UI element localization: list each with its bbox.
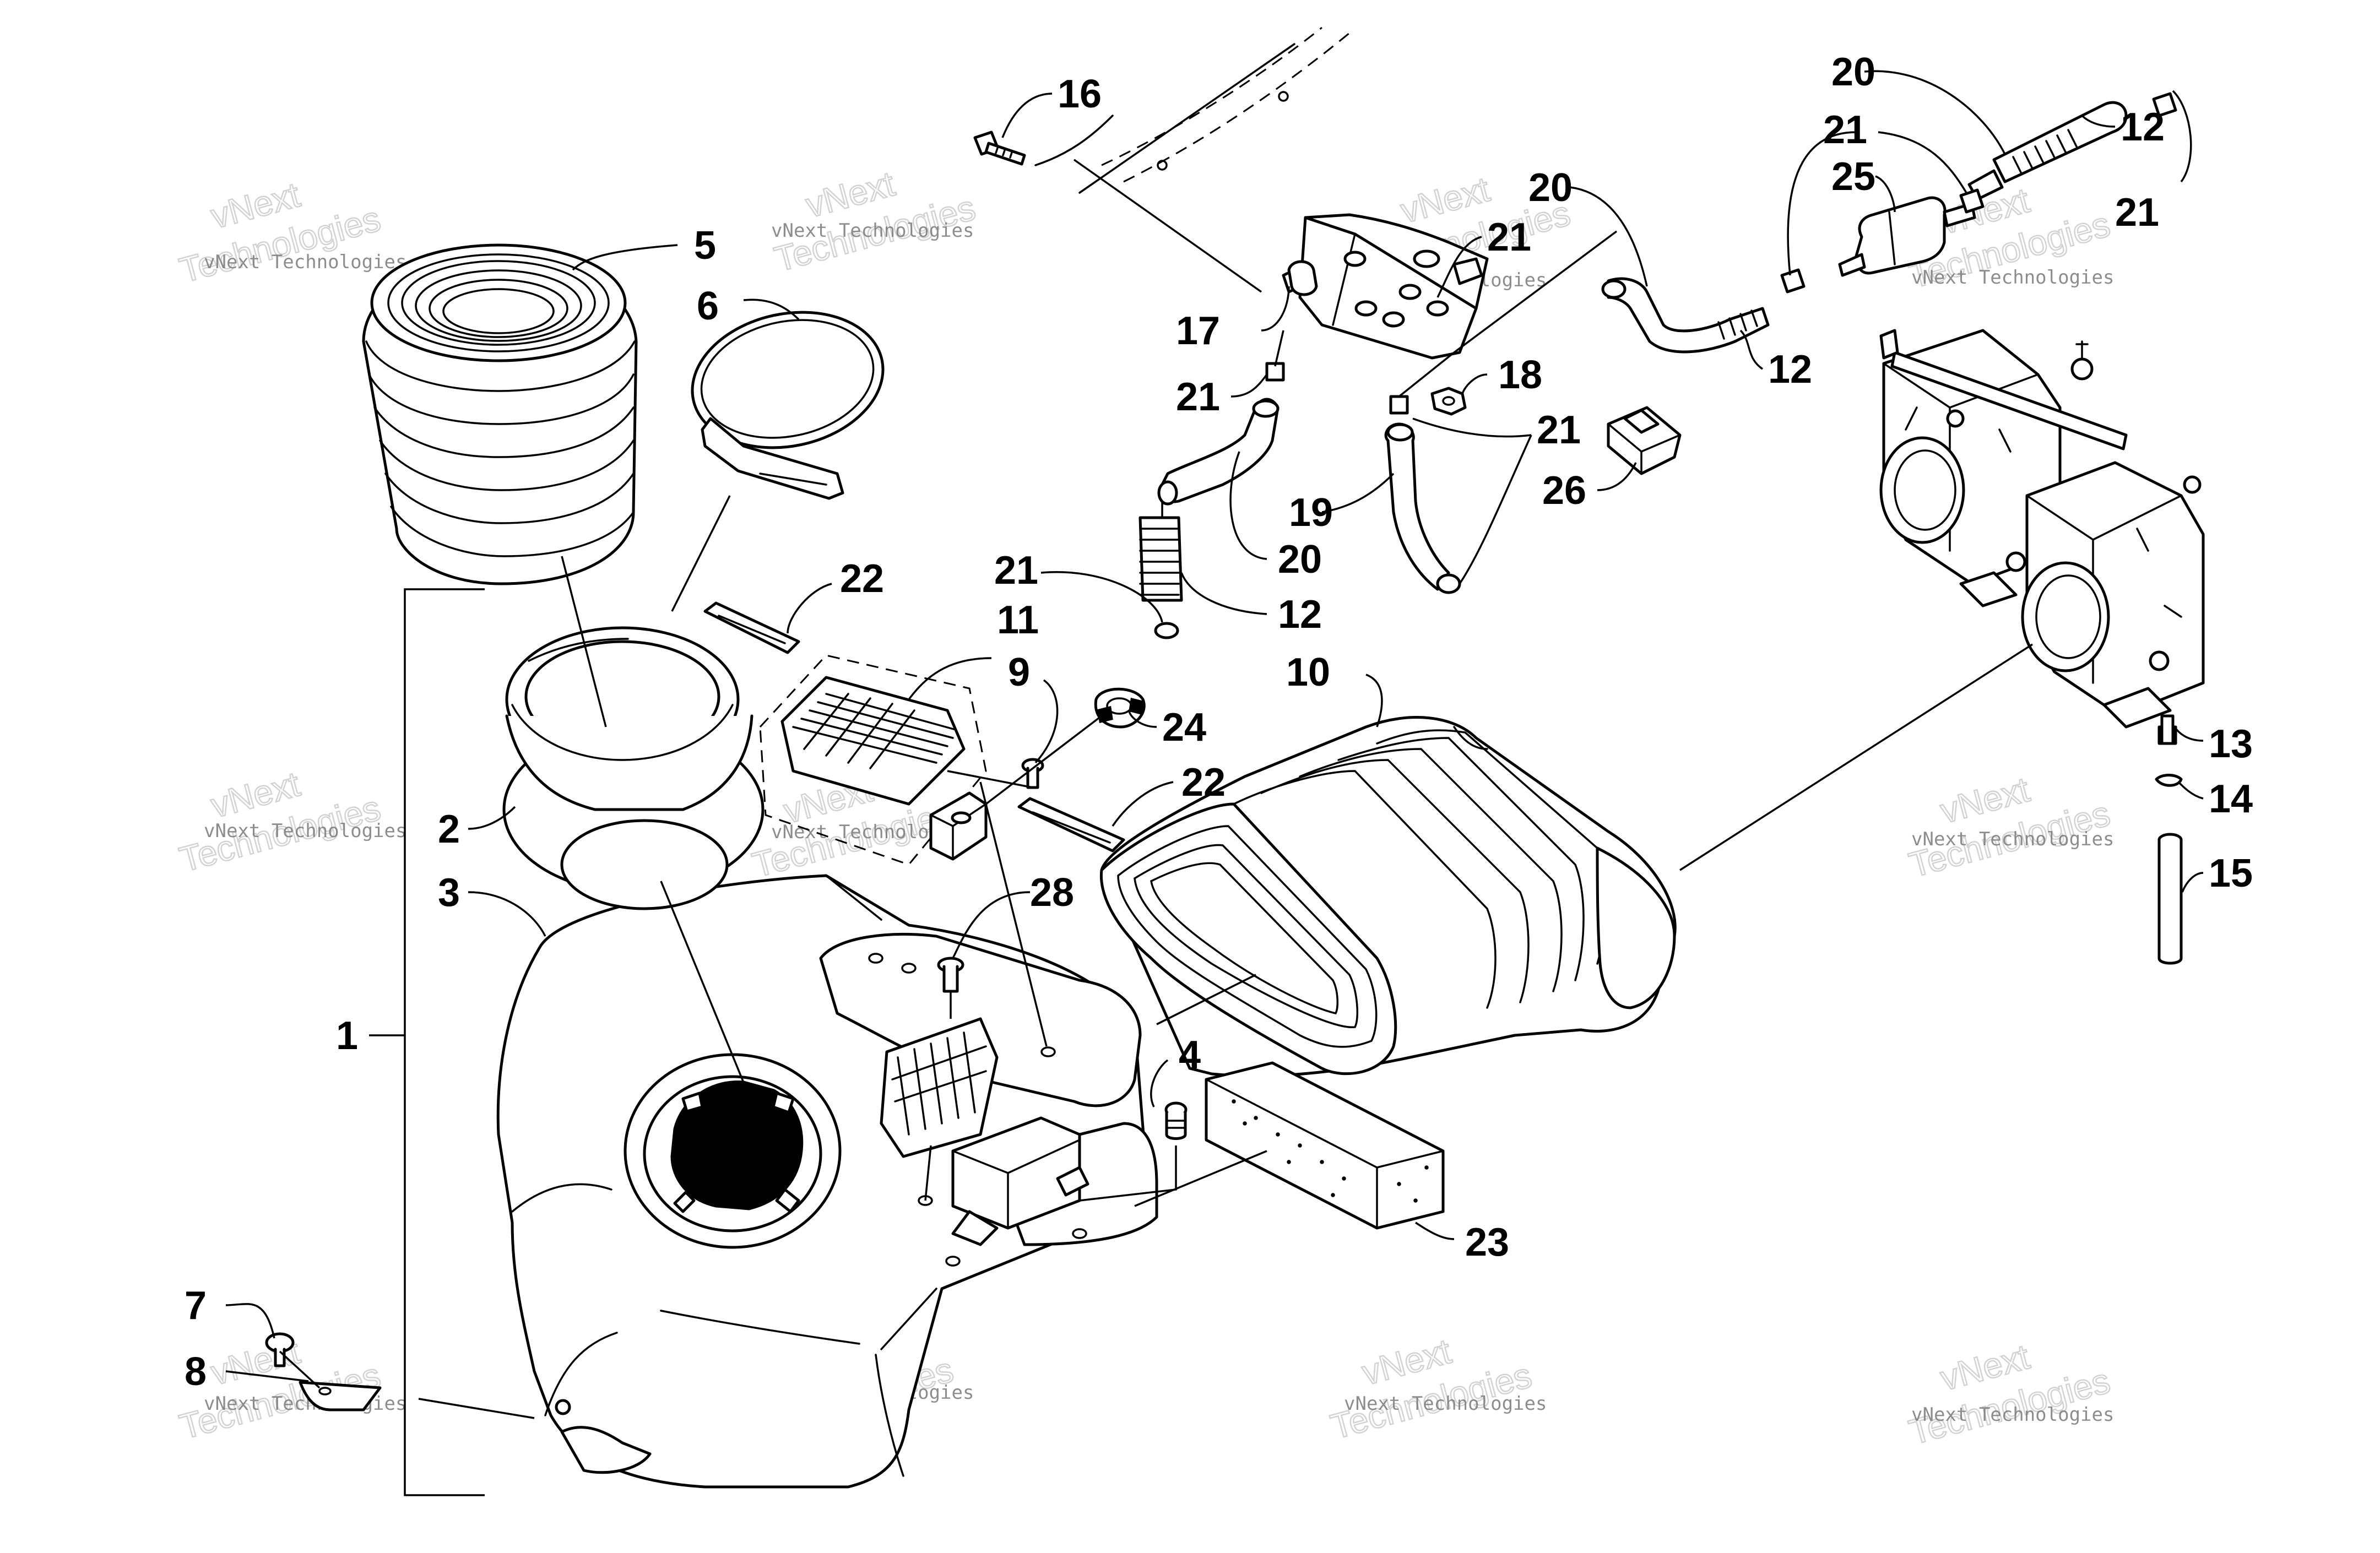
callout-20-top: 20 (1831, 50, 1875, 94)
callout-15: 15 (2209, 851, 2253, 895)
grommet-4 (1164, 1101, 1188, 1140)
foam-block (1205, 1061, 1445, 1230)
fuel-sender-finned (880, 1017, 999, 1158)
fuel-pump (1282, 213, 1489, 360)
tab-8 (299, 1381, 382, 1411)
leader-lines (225, 70, 2204, 1496)
callout-18: 18 (1498, 353, 1542, 397)
clamp-21-small (1780, 92, 2177, 294)
callout-16: 16 (1058, 72, 1102, 116)
callout-6: 6 (697, 284, 719, 328)
callout-21-group: 21 (1537, 408, 1581, 452)
label-strip-lower (1017, 797, 1125, 852)
callout-25: 25 (1831, 155, 1875, 199)
callout-10: 10 (1286, 650, 1330, 694)
clip-26 (1607, 406, 1682, 475)
callout-24: 24 (1162, 705, 1206, 750)
bellows-boot (362, 243, 638, 585)
connector-block (951, 1116, 1089, 1246)
watermark-text: vNext Technologies (204, 1393, 406, 1415)
callout-7: 7 (185, 1284, 207, 1328)
callout-22-lower: 22 (1181, 761, 1226, 805)
callout-21-spring: 21 (994, 549, 1038, 593)
callout-21-left: 21 (1176, 375, 1220, 419)
hose-19 (1384, 395, 1461, 594)
callout-20-left: 20 (1278, 537, 1322, 582)
callout-28: 28 (1030, 871, 1074, 915)
clamp-band (691, 311, 885, 500)
drain-nipple-13 (2160, 714, 2175, 745)
watermark: vNext Technologies (175, 763, 385, 880)
hose-20-top (1967, 101, 2128, 201)
hose-12-upper (1601, 277, 1770, 354)
bolt-16 (973, 131, 1026, 166)
callout-12-top-right: 12 (2121, 105, 2165, 149)
spring-hose-12 (1139, 516, 1183, 602)
callout-4: 4 (1179, 1033, 1201, 1077)
callout-9: 9 (1008, 650, 1030, 694)
watermark: vNext Technologies (769, 163, 980, 280)
watermark-text: vNext Technologies (1911, 828, 2114, 850)
watermark: vNext Technologies (1326, 1331, 1536, 1447)
callout-1: 1 (336, 1014, 358, 1058)
callout-11: 11 (997, 598, 1039, 642)
callout-23: 23 (1465, 1220, 1509, 1264)
hose-20-left (1157, 398, 1280, 506)
filler-seal (502, 626, 765, 910)
watermark: vNext Technologies (1904, 769, 2115, 886)
callout-12-upper-mid: 12 (1768, 347, 1812, 392)
callout-labels: 1 2 3 4 5 6 7 8 9 10 11 12 12 12 13 14 1… (185, 50, 2253, 1394)
watermark-text: vNext Technologies (771, 220, 974, 242)
callout-3: 3 (438, 871, 460, 915)
callout-21-pump: 21 (1487, 215, 1531, 259)
callout-5: 5 (694, 224, 716, 268)
drain-hose-15 (2157, 833, 2183, 965)
air-intake-boot (1099, 716, 1677, 1078)
callout-17: 17 (1176, 309, 1220, 353)
watermark-text: vNext Technologies (1911, 267, 2114, 289)
callout-12-spring: 12 (1278, 593, 1322, 637)
warning-decal (759, 654, 987, 866)
watermark-text: vNext Technologies (204, 820, 406, 842)
hood-outline (1034, 26, 1350, 194)
callout-19: 19 (1289, 491, 1333, 535)
callout-21-top-right: 21 (2115, 191, 2159, 235)
callout-22-upper: 22 (840, 557, 884, 601)
watermark-text: vNext Technologies (204, 251, 406, 273)
carburetor-assembly (1879, 329, 2205, 745)
callout-26: 26 (1542, 469, 1586, 513)
callout-2: 2 (438, 807, 460, 851)
nut-18 (1430, 387, 1467, 416)
callout-8: 8 (185, 1350, 207, 1394)
watermark-text: vNext Technologies (1344, 1393, 1547, 1415)
label-strip-upper (703, 601, 800, 654)
callout-13: 13 (2209, 722, 2253, 766)
clamp-14 (2155, 774, 2183, 787)
callout-21-top: 21 (1823, 108, 1867, 152)
watermark-text: vNext Technologies (1911, 1404, 2114, 1426)
bolt-28 (937, 957, 964, 1019)
callout-20-mid: 20 (1528, 166, 1573, 210)
watermark: vNext Technologies (1904, 1336, 2115, 1453)
mounting-bracket (929, 758, 1044, 861)
callout-14: 14 (2209, 777, 2253, 821)
